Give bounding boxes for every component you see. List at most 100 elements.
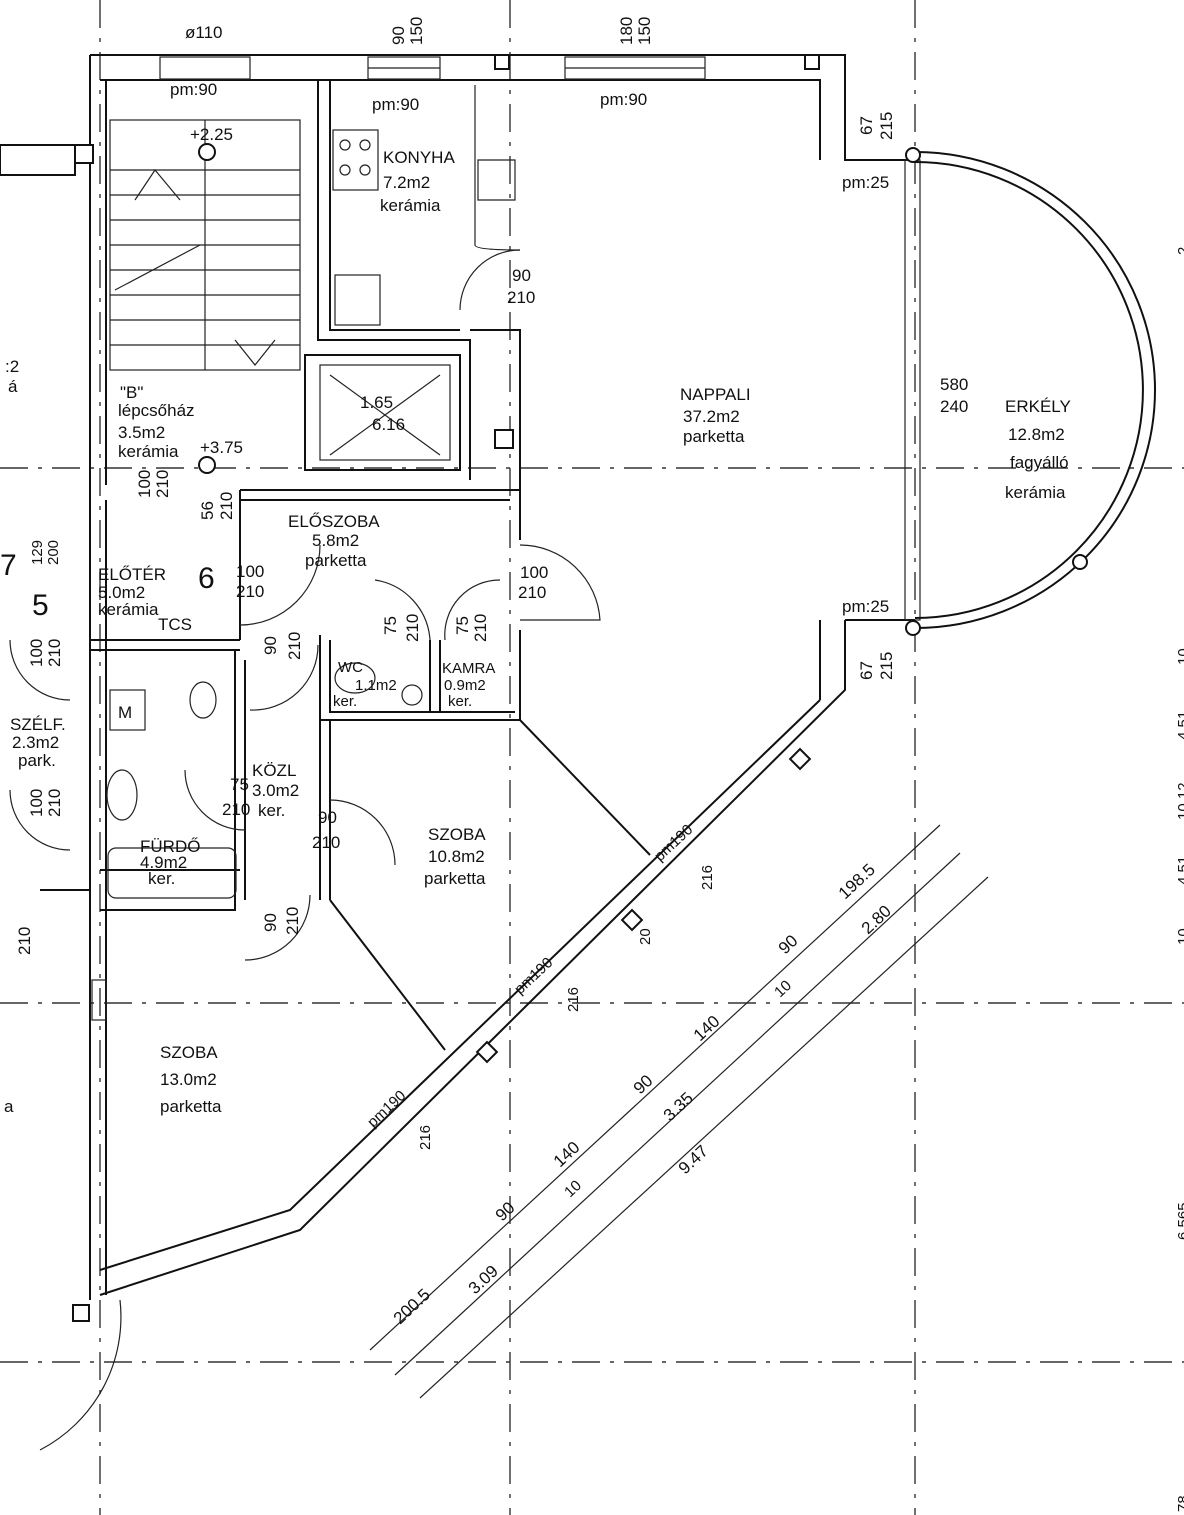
room-area: 0.9m2 xyxy=(444,677,486,694)
dim-value: 216 xyxy=(417,1125,434,1150)
cut-label: á xyxy=(8,377,18,396)
balcony-span: 580 xyxy=(940,375,968,394)
dim-value: 9.47 xyxy=(675,1141,712,1177)
room-area: 13.0m2 xyxy=(160,1070,217,1089)
parapet-label: pm190 xyxy=(511,954,556,998)
pipe-diameter: ø110 xyxy=(185,23,223,42)
edge-dim: 10 xyxy=(1175,928,1184,945)
door-width: 56 xyxy=(198,501,217,520)
door-height: 210 xyxy=(403,614,422,642)
opening-height: 215 xyxy=(877,652,896,680)
room-floor: kerámia xyxy=(380,196,441,215)
door-height: 210 xyxy=(217,492,236,520)
door-width: 75 xyxy=(453,616,472,635)
room-name: ELŐTÉR xyxy=(98,565,166,584)
room-floor: parketta xyxy=(305,551,367,570)
door-width: 100 xyxy=(236,562,264,581)
unit-number: 7 xyxy=(0,549,17,582)
room-area: 2.3m2 xyxy=(12,733,59,752)
room-floor: ker. xyxy=(448,693,472,710)
door-height: 200 xyxy=(45,540,62,565)
door-width: 90 xyxy=(318,808,337,827)
dim-value: 90 xyxy=(630,1071,657,1098)
room-area: 7.2m2 xyxy=(383,173,430,192)
window-height: 150 xyxy=(407,17,426,45)
window-width: 90 xyxy=(389,26,408,45)
dim-value: 140 xyxy=(690,1012,724,1045)
door-width: 75 xyxy=(230,775,249,794)
meter-mark: M xyxy=(118,703,132,722)
door-width: 100 xyxy=(520,563,548,582)
room-floor: ker. xyxy=(148,869,175,888)
opening-width: 67 xyxy=(857,661,876,680)
room-area: 1.1m2 xyxy=(355,677,397,694)
room-area: 3.5m2 xyxy=(118,423,165,442)
door-height: 210 xyxy=(312,833,340,852)
room-name: NAPPALI xyxy=(680,385,751,404)
dimension-lines xyxy=(369,824,989,1399)
cut-label: :2 xyxy=(5,357,19,376)
room-floor: parketta xyxy=(424,869,486,888)
bath-fixtures xyxy=(106,662,423,899)
room-name: ELŐSZOBA xyxy=(288,512,380,531)
edge-dim: 4.51 xyxy=(1175,856,1184,885)
room-area: 37.2m2 xyxy=(683,407,740,426)
elevator xyxy=(319,364,451,461)
room-area: 5.0m2 xyxy=(98,583,145,602)
room-floor: ker. xyxy=(333,693,357,710)
dim-value: 198.5 xyxy=(835,860,879,903)
door-height: 210 xyxy=(285,632,304,660)
tcs-mark: TCS xyxy=(158,615,192,634)
room-area: 3.0m2 xyxy=(252,781,299,800)
edge-dim: 2 xyxy=(1175,247,1184,255)
door-width: 100 xyxy=(135,470,154,498)
room-floor: kerámia xyxy=(118,442,179,461)
parapet-label: pm:25 xyxy=(842,597,889,616)
room-name: ERKÉLY xyxy=(1005,397,1071,416)
door-width: 210 xyxy=(15,927,34,955)
room-area: 5.8m2 xyxy=(312,531,359,550)
room-name: WC xyxy=(338,659,363,676)
dim-value: 10 xyxy=(561,1177,585,1201)
dim-value: 216 xyxy=(565,987,582,1012)
unit-number: 5 xyxy=(32,589,49,622)
room-name: SZOBA xyxy=(160,1043,218,1062)
edge-dim: 10 xyxy=(1175,648,1184,665)
parapet-label: pm:90 xyxy=(600,90,647,109)
room-floor: kerámia xyxy=(1005,483,1066,502)
elevator-width: 1.65 xyxy=(360,393,393,412)
windows xyxy=(91,56,921,1021)
edge-dim: 78 xyxy=(1175,1495,1184,1512)
door-height: 210 xyxy=(283,907,302,935)
door-height: 210 xyxy=(507,288,535,307)
room-floor: park. xyxy=(18,751,56,770)
walls xyxy=(0,54,915,1322)
dim-value: 90 xyxy=(775,931,802,958)
door-width: 129 xyxy=(29,540,46,565)
room-name: FÜRDŐ xyxy=(140,837,200,856)
edge-dim: 10.12 xyxy=(1175,782,1184,820)
door-width: 90 xyxy=(261,636,280,655)
door-height: 210 xyxy=(518,583,546,602)
room-floor: kerámia xyxy=(98,600,159,619)
balcony-height: 240 xyxy=(940,397,968,416)
door-width: 75 xyxy=(381,616,400,635)
room-area: 4.9m2 xyxy=(140,853,187,872)
room-area: 12.8m2 xyxy=(1008,425,1065,444)
level-mark: +3.75 xyxy=(200,438,243,457)
door-width: 100 xyxy=(27,639,46,667)
elevator-depth: 6.16 xyxy=(372,415,405,434)
dim-value: 216 xyxy=(699,865,716,890)
dim-value: 10 xyxy=(771,977,795,1001)
room-name: KÖZL xyxy=(252,761,296,780)
door-height: 210 xyxy=(471,614,490,642)
dim-value: 140 xyxy=(550,1138,584,1171)
labels: ø110 90 150 180 150 pm:90 pm:90 pm:90 pm… xyxy=(0,17,1184,1512)
room-name: KONYHA xyxy=(383,148,455,167)
opening-height: 215 xyxy=(877,112,896,140)
door-height: 210 xyxy=(153,470,172,498)
edge-dim: 4.51 xyxy=(1175,711,1184,740)
staircase xyxy=(109,119,301,474)
